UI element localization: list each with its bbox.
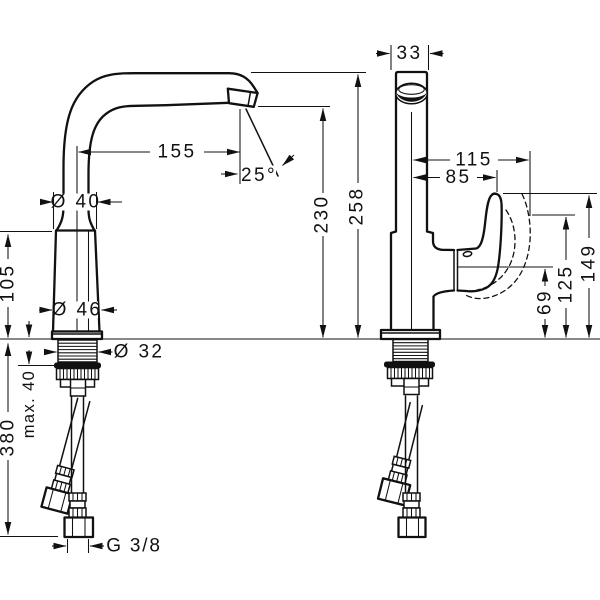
faucet-body-front [389, 70, 456, 333]
threaded-shank-side [57, 339, 98, 363]
dim-body-diameter: Ø 46 [39, 300, 117, 321]
rubber-washer-front [384, 361, 435, 368]
rubber-washer-side [54, 362, 101, 369]
supply-hose-diagonal-front [376, 401, 424, 507]
dim-body-height-label: 105 [0, 264, 19, 303]
front-silhouette [391, 73, 502, 332]
aerator [226, 87, 259, 108]
dim-total-height: 258 [347, 74, 368, 338]
dim-max-mounting-thickness-label: max. 40 [20, 370, 38, 439]
dim-hose-length-label: 380 [0, 418, 19, 457]
dim-spout-diameter-label: Ø 40 [51, 192, 102, 213]
dim-spray-angle: 25° [221, 108, 295, 186]
side-view: 155 25° Ø 40 105 [0, 72, 295, 557]
mounting-nut-side [55, 367, 100, 397]
handle-joint-front [453, 249, 459, 292]
body-lower-right-front [432, 289, 456, 333]
dim-handle-reach-label: 85 [446, 167, 472, 188]
dim-outlet-height: 230 [312, 108, 333, 338]
dim-spout-diameter: Ø 40 [39, 192, 122, 229]
spout-inner-curve [87, 101, 230, 232]
dim-handle-height: 149 [503, 192, 600, 338]
dim-handle-swing-reach-label: 115 [455, 150, 493, 171]
dim-spray-angle-label: 25° [241, 165, 277, 186]
dim-handle-reach: 85 [413, 167, 498, 192]
handle-swing-dashed-outline [463, 193, 531, 300]
base-flange-front [379, 328, 442, 341]
supply-hose-vertical-front [397, 395, 427, 539]
dim-base-height-label: 69 [535, 289, 556, 315]
dim-handle-height-label: 149 [579, 244, 600, 283]
supply-hose-diagonal-side [40, 397, 91, 515]
dim-shank-diameter-label: Ø 32 [114, 342, 165, 363]
dim-handle-swing-reach: 115 [413, 150, 531, 216]
mounting-nut-front [386, 366, 434, 396]
dim-connection-thread-label: G 3/8 [106, 536, 161, 557]
spout-outer-curve [55, 72, 259, 232]
dim-base-height: 69 [458, 266, 556, 338]
dim-body-height: 105 [0, 230, 52, 338]
dim-connection-thread: G 3/8 [52, 536, 161, 557]
dim-outlet-height-label: 230 [312, 195, 333, 234]
front-view: 33 115 85 230 258 [251, 43, 600, 539]
handle-screw-detail [462, 250, 473, 258]
handle-lever-front [456, 192, 503, 293]
dim-spout-reach-label: 155 [158, 142, 197, 163]
dim-max-mounting-thickness: max. 40 [18, 321, 57, 438]
base-flange-side [50, 330, 104, 341]
dim-handle-swing-height-label: 125 [556, 265, 577, 304]
aerator-detail [247, 91, 252, 107]
spout-opening-front [395, 82, 428, 105]
dim-shank-diameter: Ø 32 [43, 342, 165, 363]
dim-spout-width: 33 [376, 43, 444, 70]
dim-hose-length: 380 [0, 343, 58, 538]
dim-total-height-label: 258 [347, 187, 368, 226]
dim-spout-width-label: 33 [397, 43, 423, 64]
supply-hose-vertical-side [63, 395, 95, 539]
threaded-shank-front [392, 338, 429, 363]
dim-spout-reach: 155 [78, 109, 241, 184]
dim-handle-swing-height: 125 [532, 214, 577, 338]
dim-body-diameter-label: Ø 46 [52, 300, 103, 321]
